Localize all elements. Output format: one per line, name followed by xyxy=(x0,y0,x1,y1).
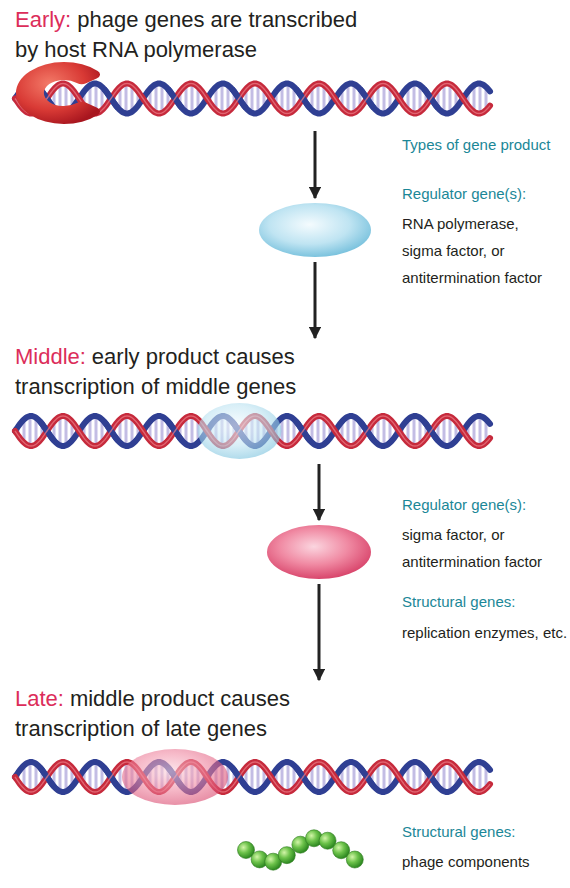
category-heading: Regulator gene(s): xyxy=(402,180,570,207)
stage-text-block: Early:phage genes are transcribed by hos… xyxy=(15,5,371,65)
oval-shape xyxy=(266,524,372,580)
oval-shape xyxy=(258,202,372,258)
gene-list: sigma factor, or antitermination factor xyxy=(402,521,562,575)
stage-text-block: Middle:early product causes transcriptio… xyxy=(15,342,371,402)
base-pair xyxy=(59,417,62,446)
bound-early-product xyxy=(198,403,282,459)
strand-highlight xyxy=(15,762,490,792)
base-pair xyxy=(413,84,416,114)
base-pair xyxy=(191,84,194,114)
middle-stage-panel: Middle:early product causes transcriptio… xyxy=(15,342,490,460)
base-pair xyxy=(443,84,446,113)
rna-polymerase-shape xyxy=(16,62,100,124)
phage-component-bead xyxy=(346,851,363,868)
rna-polymerase xyxy=(16,62,100,124)
base-pair xyxy=(353,417,356,446)
flow-arrow xyxy=(318,584,321,680)
base-pair xyxy=(251,84,254,113)
category-heading: Structural genes: xyxy=(402,588,570,615)
phage-component-bead xyxy=(278,847,295,864)
flow-arrow xyxy=(314,131,317,198)
base-pair xyxy=(155,417,158,446)
gene-product-ellipse xyxy=(259,203,371,257)
base-pair xyxy=(347,84,350,113)
base-pair xyxy=(383,84,386,114)
dna-strand xyxy=(15,762,490,792)
base-pair xyxy=(125,416,128,446)
late-stage-panel: Late:middle product causes transcription… xyxy=(15,684,490,806)
bound-middle-product xyxy=(122,749,228,805)
base-pair xyxy=(479,416,482,446)
base-pair xyxy=(65,763,68,792)
base-pair xyxy=(125,84,128,114)
base-pair xyxy=(251,763,254,792)
bead-chain xyxy=(236,821,365,879)
gene-product-oval: Regulator gene(s):sigma factor, or antit… xyxy=(266,524,372,580)
base-pair xyxy=(413,762,416,792)
base-pair xyxy=(161,417,164,446)
gene-list: RNA polymerase, sigma factor, or antiter… xyxy=(402,210,562,291)
base-pair xyxy=(257,84,260,113)
category-heading: Regulator gene(s): xyxy=(402,491,570,518)
base-pair xyxy=(383,416,386,446)
base-pair xyxy=(347,417,350,446)
category-heading: Structural genes: xyxy=(402,818,570,845)
base-pair xyxy=(317,84,320,114)
base-pair xyxy=(29,762,32,792)
base-pair xyxy=(479,84,482,114)
base-pair xyxy=(383,762,386,792)
dna-strand xyxy=(15,762,490,792)
base-pair xyxy=(479,762,482,792)
base-pair xyxy=(287,416,290,446)
base-pair xyxy=(443,417,446,446)
base-pair xyxy=(287,762,290,792)
stage-name: Early: xyxy=(15,7,71,32)
base-pair xyxy=(287,84,290,114)
stage-text-block: Late:middle product causes transcription… xyxy=(15,684,371,744)
base-pair xyxy=(413,416,416,446)
gene-list: replication enzymes, etc. xyxy=(402,619,570,646)
base-pair xyxy=(317,416,320,446)
gene-product-ellipse xyxy=(267,525,371,579)
flow-arrow xyxy=(318,464,321,520)
base-pair xyxy=(449,417,452,446)
base-pair xyxy=(257,763,260,792)
phage-component-beads: Structural genes:phage components xyxy=(236,821,365,879)
base-pair xyxy=(155,84,158,113)
stage-name: Middle: xyxy=(15,344,86,369)
base-pair xyxy=(161,84,164,113)
base-pair xyxy=(191,416,194,446)
column-heading: Types of gene product xyxy=(402,131,550,158)
base-pair xyxy=(449,84,452,113)
stage-name: Late: xyxy=(15,686,64,711)
base-pair xyxy=(317,762,320,792)
base-pair xyxy=(29,416,32,446)
base-pair xyxy=(449,763,452,792)
base-pair xyxy=(95,762,98,792)
base-pair xyxy=(65,417,68,446)
dna-helix xyxy=(15,762,490,792)
base-pair xyxy=(353,763,356,792)
gene-product-oval: Regulator gene(s):RNA polymerase, sigma … xyxy=(258,202,372,258)
base-pair xyxy=(353,84,356,113)
base-pair xyxy=(59,763,62,792)
base-pair xyxy=(347,763,350,792)
flow-arrow xyxy=(314,262,317,338)
base-pair xyxy=(443,763,446,792)
early-stage-panel: Early:phage genes are transcribed by hos… xyxy=(15,5,490,127)
base-pair xyxy=(95,416,98,446)
gene-list: phage components xyxy=(402,848,570,875)
base-pair xyxy=(221,84,224,114)
